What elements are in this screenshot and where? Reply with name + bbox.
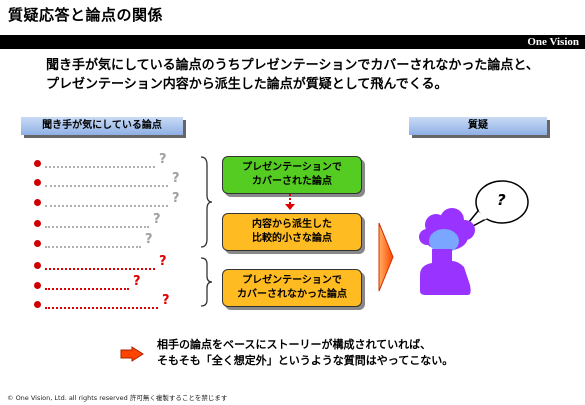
lead-line-1: 聞き手が気にしている論点のうちプレゼンテーションでカバーされなかった論点と、 [46,58,539,73]
question-mark: ? [145,232,153,247]
dotted-line [45,307,158,309]
bullet-icon [34,240,41,247]
question-mark: ? [172,171,180,186]
bullet-icon [34,220,41,227]
derived-topics-line-2: 比較的小さな論点 [252,233,332,244]
dotted-line [45,185,168,187]
dotted-line [45,226,149,228]
brace-covered-icon [200,156,213,248]
bullet-icon [34,282,41,289]
header-questions: 質疑 [409,117,547,135]
question-mark: ? [172,191,180,206]
arrow-right-icon [378,222,394,292]
lead-line-2: プレゼンテーション内容から派生した論点が質疑として飛んでくる。 [46,77,448,92]
covered-topics-line-1: プレゼンテーションで [242,162,342,173]
dotted-line [45,166,155,168]
arrow-down-icon [285,204,295,210]
brace-uncovered-icon [200,257,213,307]
top-bar: One Vision [0,35,585,49]
question-mark: ? [162,293,170,308]
slide-title: 質疑応答と論点の関係 [8,6,164,24]
uncovered-topics-line-2: カバーされなかった論点 [237,289,347,300]
bullet-icon [34,179,41,186]
bullet-icon [34,301,41,308]
conclusion-line-2: そもそも「全く想定外」というような質問はやってこない。 [157,354,454,367]
dotted-line [45,246,141,248]
derived-arrow-line [289,194,291,204]
conclusion-arrow-icon [120,346,144,362]
conclusion-text: 相手の論点をベースにストーリーが構成されていれば、 そもそも「全く想定外」という… [157,337,453,369]
conclusion-line-1: 相手の論点をベースにストーリーが構成されていれば、 [157,338,432,351]
uncovered-topics-box: プレゼンテーションで カバーされなかった論点 [222,269,362,307]
uncovered-topics-line-1: プレゼンテーションで [242,275,342,286]
bullet-icon [34,199,41,206]
bullet-icon [34,160,41,167]
brand-name: One Vision [527,36,579,48]
covered-topics-line-2: カバーされた論点 [252,176,332,187]
questioner-icon [419,180,529,295]
dotted-line [45,205,168,207]
question-mark: ? [133,274,141,289]
covered-topics-box: プレゼンテーションで カバーされた論点 [222,156,362,194]
dotted-line [45,268,155,270]
bubble-question-mark: ? [497,191,506,209]
question-mark: ? [159,152,167,167]
bullet-icon [34,262,41,269]
lead-text: 聞き手が気にしている論点のうちプレゼンテーションでカバーされなかった論点と、 プ… [46,56,566,94]
derived-topics-line-1: 内容から派生した [252,219,332,230]
dotted-line [45,288,129,290]
copyright-footer: © One Vision, Ltd. all rights reserved 許… [7,394,228,402]
header-concerns: 聞き手が気にしている論点 [21,117,183,135]
question-mark: ? [159,254,167,269]
question-mark: ? [153,212,161,227]
derived-topics-box: 内容から派生した 比較的小さな論点 [222,213,362,251]
